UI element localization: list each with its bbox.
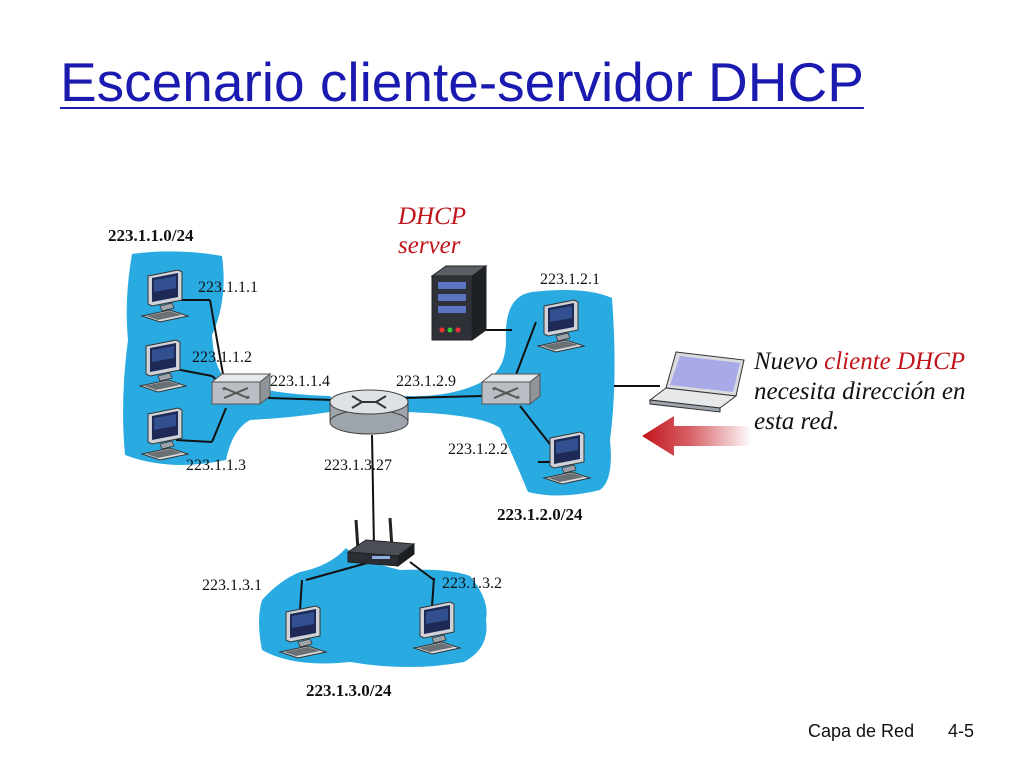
- ip-label: 223.1.2.1: [540, 271, 600, 288]
- ip-label: 223.1.3.2: [442, 575, 502, 592]
- laptop-new-client: [648, 351, 745, 413]
- footer-page-number: 4-5: [948, 721, 975, 741]
- new-client-line-2: necesita dirección en: [754, 378, 966, 405]
- host-223-1-1-2: [139, 339, 187, 393]
- footer-chapter: Capa de Red: [808, 721, 915, 741]
- host-223-1-2-1: [537, 299, 585, 353]
- slide-title: Escenario cliente-servidor DHCP: [60, 51, 864, 113]
- host-223-1-1-1: [141, 269, 189, 323]
- switch-subnet-2: [481, 373, 541, 405]
- wireless-router: [346, 517, 416, 567]
- ip-label: 223.1.1.2: [192, 349, 252, 366]
- subnet-2-label: 223.1.2.0/24: [497, 505, 583, 524]
- dhcp-server: [430, 265, 488, 341]
- ip-label: 223.1.2.9: [396, 373, 456, 390]
- ip-label: 223.1.3.27: [324, 457, 392, 474]
- ip-label: 223.1.1.1: [198, 279, 258, 296]
- ip-label: 223.1.1.4: [270, 373, 330, 390]
- new-client-line-3: esta red.: [754, 408, 839, 435]
- ip-label: 223.1.1.3: [186, 457, 246, 474]
- ip-label: 223.1.3.1: [202, 577, 262, 594]
- host-223-1-3-1: [279, 605, 327, 659]
- arrow-to-subnet: [642, 416, 752, 456]
- subnet-3-label: 223.1.3.0/24: [306, 681, 392, 700]
- router: [329, 389, 409, 435]
- dhcp-server-label-2: server: [398, 232, 461, 259]
- switch-subnet-1: [211, 373, 271, 405]
- host-223-1-1-3: [141, 407, 189, 461]
- host-223-1-3-2: [413, 601, 461, 655]
- dhcp-server-label-1: DHCP: [397, 203, 466, 230]
- host-223-1-2-2: [543, 431, 591, 485]
- subnet-1-label: 223.1.1.0/24: [108, 226, 194, 245]
- network-links: [169, 299, 660, 611]
- ip-label: 223.1.2.2: [448, 441, 508, 458]
- new-client-line-1: Nuevo cliente DHCP: [753, 348, 965, 375]
